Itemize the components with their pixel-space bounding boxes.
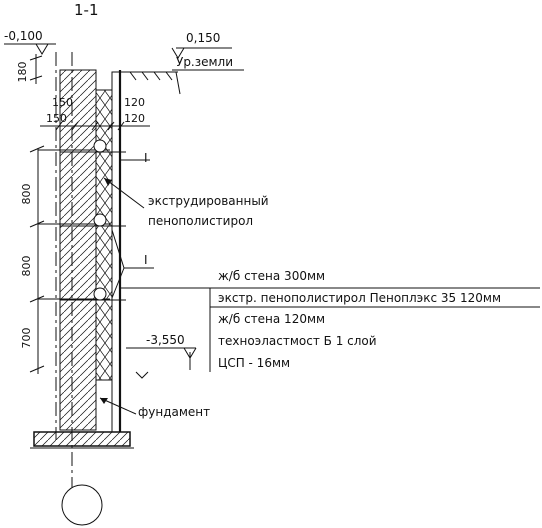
axis-bubble [61, 484, 103, 526]
legend-line-4: техноэластмост Б 1 слой [218, 334, 377, 348]
dimension-chain: 800 800 700 [20, 145, 110, 374]
level-top-left-marker [35, 43, 49, 55]
bottom-chevron [135, 371, 149, 379]
dim-120-b: 120 [124, 112, 145, 125]
horizontal-dimensions: 150 150 120 120 [40, 96, 150, 131]
i-mark-2-ray-2 [111, 267, 125, 299]
section-title: 1-1 [74, 1, 99, 19]
legend-line-3: ж/б стена 120мм [218, 312, 325, 326]
dim-800-mid: 800 [20, 256, 33, 277]
svg-text:180: 180 [16, 62, 29, 83]
ground-label: Ур.земли [176, 55, 233, 69]
dim-700: 700 [20, 328, 33, 349]
dim-150-a: 150 [52, 96, 73, 109]
ground-hatch [129, 71, 181, 95]
insulation-arrow [104, 178, 112, 186]
i-mark-2-ray-1 [111, 229, 125, 269]
i-mark-1: I [144, 151, 148, 165]
insulation-leader [103, 177, 145, 209]
level-ground: 0,150 [186, 31, 220, 45]
dim-800-top: 800 [20, 184, 33, 205]
insulation-layer [95, 89, 113, 381]
inner-concrete-wall [59, 69, 97, 431]
level-bottom: -3,550 [146, 333, 185, 347]
dim-120-a: 120 [124, 96, 145, 109]
i-mark-2: I [144, 253, 148, 267]
foundation-label: фундамент [138, 405, 210, 419]
dim-150-b: 150 [46, 112, 67, 125]
foundation-slab [33, 431, 131, 447]
legend-line-5: ЦСП - 16мм [218, 356, 290, 370]
level-ground-marker [171, 47, 185, 59]
dimension-180: 180 [16, 54, 43, 84]
foundation-arrow [100, 398, 108, 404]
legend-line-2: экстр. пенополистирол Пеноплэкс 35 120мм [218, 291, 501, 305]
legend-line-1: ж/б стена 300мм [218, 269, 325, 283]
insulation-label-line1: экструдированный [148, 194, 269, 208]
wall-ties [60, 139, 126, 301]
level-top-left: -0,100 [4, 29, 43, 43]
insulation-label-line2: пенополистирол [148, 214, 253, 228]
